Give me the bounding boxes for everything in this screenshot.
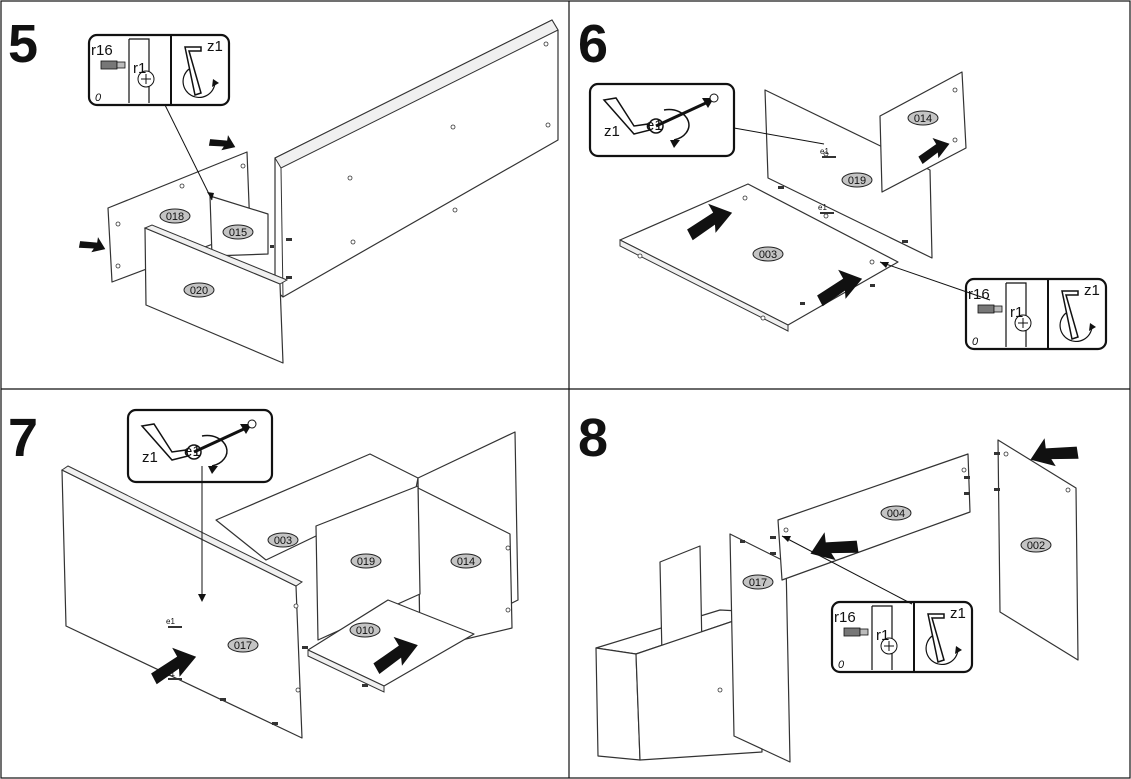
svg-text:010: 010 xyxy=(356,625,374,637)
svg-text:r1: r1 xyxy=(133,60,146,77)
part-label-019: 019 xyxy=(350,553,382,569)
screwdriver-callout: z1 e1 xyxy=(588,82,736,158)
svg-text:e1: e1 xyxy=(184,443,201,460)
screwdriver-callout: z1 e1 xyxy=(126,408,274,484)
side-panel-014 xyxy=(879,71,967,193)
step-8-panel: 8 004 017 002 r16 xyxy=(578,408,1081,763)
step-number-7: 7 xyxy=(8,408,38,468)
svg-text:z1: z1 xyxy=(1084,282,1100,299)
part-label-014: 014 xyxy=(450,553,482,569)
svg-text:r1: r1 xyxy=(876,627,889,644)
part-label-002: 002 xyxy=(1020,537,1052,553)
svg-text:z1: z1 xyxy=(604,123,620,140)
svg-text:r16: r16 xyxy=(91,42,113,59)
svg-text:r1: r1 xyxy=(1010,304,1023,321)
part-label-014: 014 xyxy=(907,110,939,126)
callout-leader-line xyxy=(164,104,213,201)
svg-text:017: 017 xyxy=(234,640,252,652)
step-number-6: 6 xyxy=(578,14,608,74)
svg-text:015: 015 xyxy=(229,227,247,239)
cam-lock-callout: r16 r1 z1 0 xyxy=(964,277,1108,351)
svg-text:002: 002 xyxy=(1027,540,1045,552)
svg-text:004: 004 xyxy=(887,508,905,520)
cam-lock-callout: r16 r1 z1 0 xyxy=(830,600,974,674)
step-7-panel: 7 e1 e1 003 019 014 xyxy=(8,408,519,739)
svg-text:r16: r16 xyxy=(834,609,856,626)
back-panel xyxy=(274,19,559,298)
part-label-017: 017 xyxy=(227,637,259,653)
svg-text:019: 019 xyxy=(357,556,375,568)
lower-back-panel xyxy=(635,611,763,761)
part-label-017: 017 xyxy=(742,574,774,590)
svg-text:003: 003 xyxy=(274,535,292,547)
insert-arrow-icon xyxy=(77,231,109,257)
part-label-004: 004 xyxy=(880,505,912,521)
svg-text:z1: z1 xyxy=(207,38,223,55)
part-label-020: 020 xyxy=(183,282,215,298)
svg-text:003: 003 xyxy=(759,249,777,261)
svg-text:014: 014 xyxy=(914,113,932,125)
part-label-003: 003 xyxy=(267,532,299,548)
callout-leader-line xyxy=(781,535,913,605)
step-number-5: 5 xyxy=(8,14,38,74)
side-panel-014 xyxy=(417,487,513,651)
part-label-003: 003 xyxy=(752,246,784,262)
dowel-label-e1: e1 xyxy=(818,203,827,212)
back-panel-004 xyxy=(777,453,971,581)
svg-text:0: 0 xyxy=(972,336,979,348)
svg-text:0: 0 xyxy=(95,92,102,104)
step-6-panel: 6 e1 e1 014 019 003 xyxy=(578,14,1108,351)
svg-text:z1: z1 xyxy=(950,605,966,622)
bottom-front xyxy=(595,647,641,761)
part-label-010: 010 xyxy=(349,622,381,638)
step-number-8: 8 xyxy=(578,408,608,468)
svg-text:019: 019 xyxy=(848,175,866,187)
svg-text:017: 017 xyxy=(749,577,767,589)
svg-text:z1: z1 xyxy=(142,449,158,466)
side-panel-017 xyxy=(729,533,791,763)
part-label-015: 015 xyxy=(222,224,254,240)
svg-text:020: 020 xyxy=(190,285,208,297)
step-5-panel: 5 018 015 020 xyxy=(8,14,559,364)
insert-arrow-icon xyxy=(207,129,239,155)
svg-text:e1: e1 xyxy=(646,117,663,134)
svg-text:018: 018 xyxy=(166,211,184,223)
svg-text:r16: r16 xyxy=(968,286,990,303)
part-label-019: 019 xyxy=(841,172,873,188)
svg-text:0: 0 xyxy=(838,659,845,671)
dowel-label-e1: e1 xyxy=(166,617,175,626)
dowel-label-e1: e1 xyxy=(820,147,829,156)
cam-lock-callout: r16 r1 z1 0 xyxy=(87,33,231,107)
callout-leader-line xyxy=(879,261,991,301)
callout-leader-line xyxy=(733,127,825,145)
svg-text:014: 014 xyxy=(457,556,475,568)
top-panel-003 xyxy=(215,453,419,561)
part-label-018: 018 xyxy=(159,208,191,224)
